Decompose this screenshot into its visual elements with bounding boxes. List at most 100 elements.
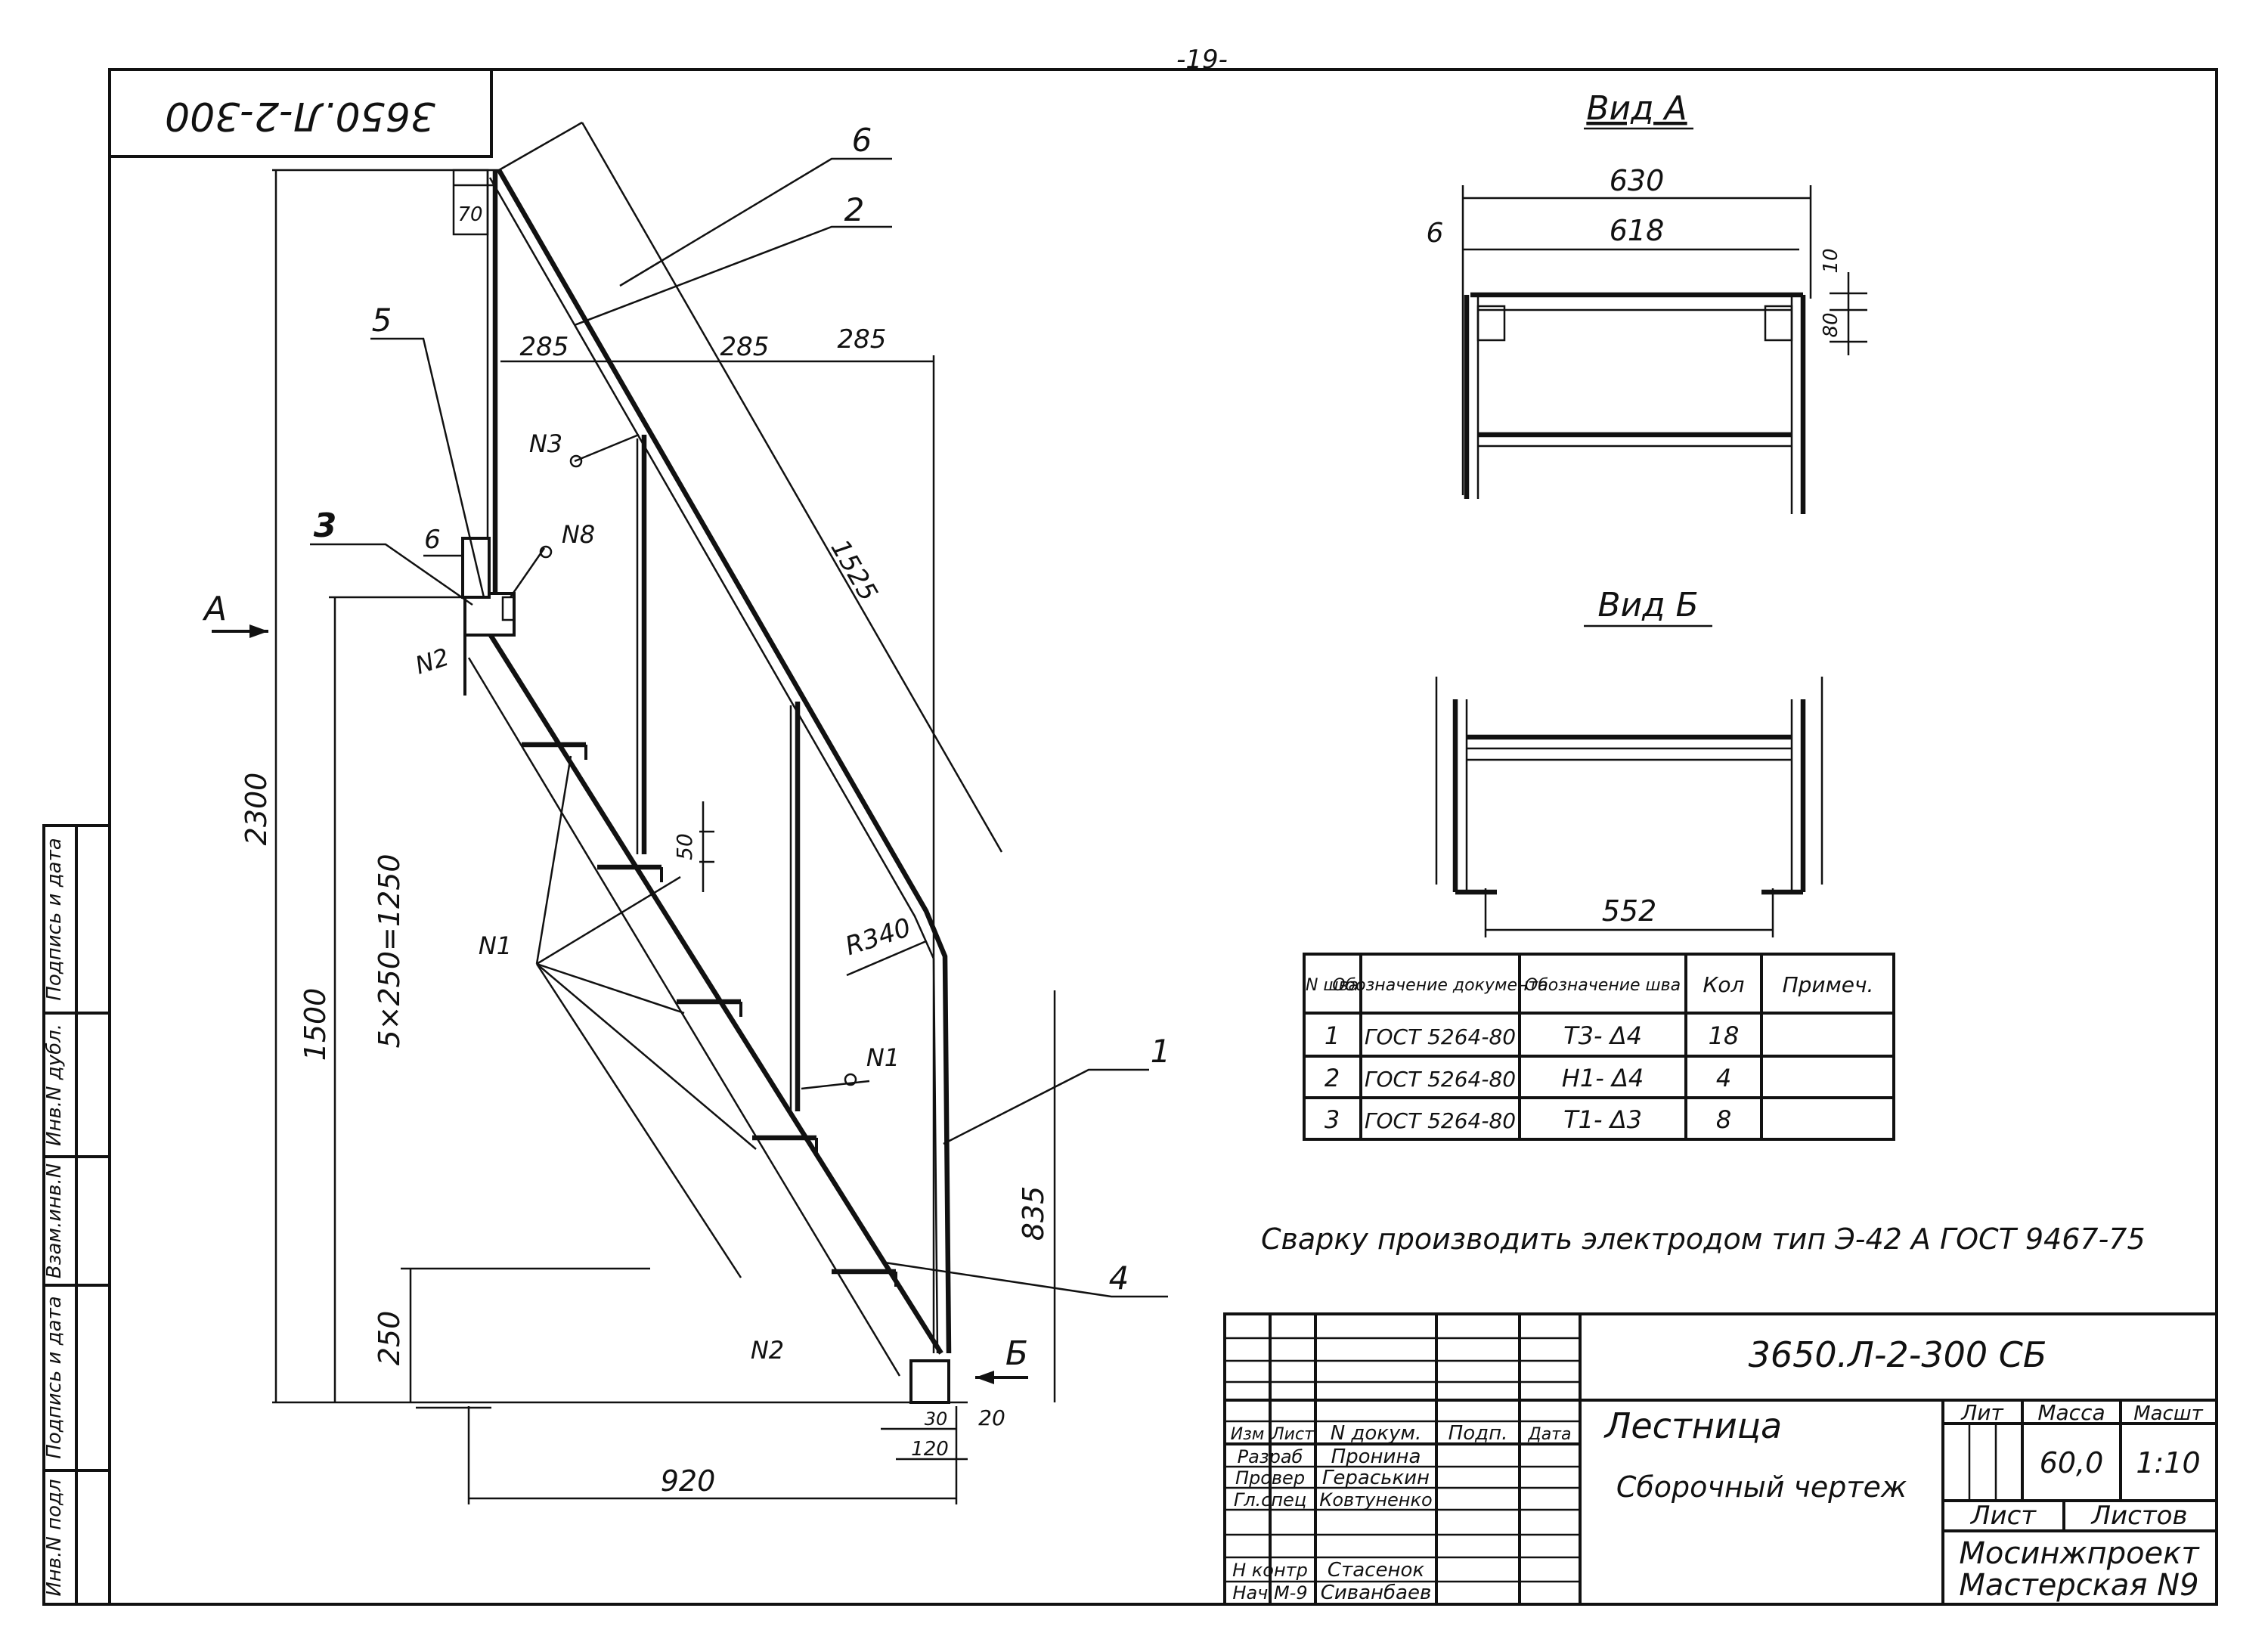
weld-table-cell: 8: [1716, 1105, 1731, 1134]
title-col-header: N докум.: [1331, 1422, 1422, 1445]
title-block: [1223, 1312, 2218, 1606]
title-col-header: Дата: [1528, 1425, 1572, 1444]
callout-1: 1: [1151, 1033, 1171, 1070]
ladder-main-view: [212, 121, 1168, 1504]
weld-table-header: Кол: [1703, 972, 1745, 997]
sheets-label: Листов: [2090, 1501, 2187, 1531]
scale-value: 1:10: [2136, 1446, 2200, 1480]
weld-table-cell: Т1- Δ3: [1563, 1105, 1642, 1134]
title-role: Разраб: [1238, 1446, 1303, 1467]
callout-3: 3: [314, 507, 337, 545]
weld-n8: N8: [562, 520, 595, 549]
welding-note: Сварку производить электродом тип Э-42 А…: [1261, 1222, 2146, 1256]
page-number: -19-: [1176, 45, 1228, 75]
title-person: Гераськин: [1322, 1467, 1430, 1489]
view-b-title: Вид Б: [1597, 586, 1698, 624]
dim-6: 6: [1427, 218, 1444, 249]
weld-table-cell: ГОСТ 5264-80: [1365, 1067, 1516, 1092]
tread: [752, 1135, 818, 1153]
dim-2300: 2300: [240, 773, 273, 846]
title-col-header: Изм: [1231, 1425, 1265, 1444]
dim-5x250: 5×250=1250: [373, 854, 406, 1048]
dim-80: 80: [1820, 312, 1842, 337]
weld-table-cell: 2: [1325, 1064, 1340, 1092]
dim-618: 618: [1610, 214, 1665, 247]
dim-835: 835: [1017, 1186, 1050, 1241]
title-role: Гл.спец: [1234, 1489, 1306, 1511]
organization: Мосинжпроект: [1959, 1536, 2200, 1571]
organization-unit: Мастерская N9: [1959, 1568, 2198, 1603]
dim-50: 50: [672, 833, 697, 860]
title-role: Нач М-9: [1232, 1582, 1307, 1603]
code-box-text: 3650.Л-2-300: [165, 93, 435, 138]
weld-table-header: Обозначение документа: [1332, 976, 1548, 995]
side-stamp-cell: Подпись и дата: [43, 1296, 66, 1458]
weld-n1: N1: [866, 1043, 900, 1072]
dim-20: 20: [978, 1405, 1005, 1430]
side-stamp-cell: Инв.N подл: [43, 1479, 66, 1596]
callout-4: 4: [1109, 1260, 1129, 1297]
weld-table-header: N шва: [1306, 976, 1359, 995]
view-b-drawing: [1435, 677, 1823, 937]
lit-label: Лит: [1960, 1400, 2003, 1425]
weld-table-cell: Т3- Δ4: [1563, 1021, 1642, 1050]
dim-1525: 1525: [825, 534, 884, 606]
title-person: Ковтуненко: [1319, 1489, 1432, 1511]
title-person: Сиванбаев: [1321, 1582, 1432, 1604]
weld-table-cell: ГОСТ 5264-80: [1365, 1108, 1516, 1133]
drawing-name: Лестница: [1603, 1405, 1782, 1446]
dim-1500: 1500: [299, 988, 332, 1061]
weld-table-header: Примеч.: [1783, 972, 1874, 997]
dim-285: 285: [520, 332, 569, 362]
title-role: Н контр: [1232, 1560, 1308, 1581]
code-box: [108, 68, 493, 158]
tread: [522, 742, 587, 760]
weld-n1: N1: [479, 931, 512, 960]
dim-285: 285: [838, 324, 887, 355]
weld-table-cell: 3: [1325, 1105, 1340, 1134]
weld-table-cell: 18: [1709, 1021, 1740, 1050]
tread: [832, 1269, 897, 1287]
side-stamp: Инв.N подл Подпись и дата Взам.инв.N Инв…: [42, 824, 111, 1606]
weld-n3: N3: [529, 429, 562, 458]
weld-table-cell: 1: [1325, 1021, 1340, 1050]
weld-table-cell: ГОСТ 5264-80: [1365, 1024, 1516, 1049]
dim-552: 552: [1602, 894, 1657, 928]
weld-n2: N2: [751, 1336, 784, 1365]
side-stamp-cell: Инв.N дубл.: [43, 1024, 66, 1146]
section-b-label: Б: [1005, 1334, 1028, 1373]
title-person: Пронина: [1331, 1445, 1421, 1468]
dim-70: 70: [457, 203, 482, 226]
dim-250: 250: [373, 1311, 406, 1366]
callout-2: 2: [844, 191, 865, 228]
dim-120: 120: [911, 1438, 949, 1461]
mass-label: Масса: [2037, 1400, 2105, 1425]
view-a-title: Вид А: [1586, 89, 1687, 128]
tread: [677, 999, 742, 1017]
dim-285: 285: [720, 332, 770, 362]
sheet-label: Лист: [1969, 1501, 2037, 1531]
weld-table-cell: 4: [1716, 1064, 1731, 1092]
drawing-doc-type: Сборочный чертеж: [1616, 1470, 1907, 1504]
dim-920: 920: [661, 1464, 716, 1498]
side-stamp-cell: Взам.инв.N: [43, 1163, 66, 1278]
scale-label: Масшт: [2133, 1402, 2203, 1425]
drawing-designation: 3650.Л-2-300 СБ: [1749, 1334, 2047, 1375]
view-a-drawing: [1461, 185, 1867, 514]
title-col-header: Лист: [1271, 1425, 1315, 1444]
section-a-label: А: [202, 590, 227, 628]
title-col-header: Подп.: [1448, 1422, 1508, 1445]
weld-table-header: Обозначение шва: [1525, 976, 1681, 995]
title-person: Стасенок: [1328, 1559, 1424, 1582]
callout-6: 6: [424, 525, 441, 555]
dim-30: 30: [925, 1408, 948, 1430]
weld-table: [1303, 953, 1895, 1141]
callout-5: 5: [372, 302, 392, 339]
side-stamp-cell: Подпись и дата: [43, 838, 66, 1000]
callout-6: 6: [852, 122, 872, 159]
title-role: Провер: [1235, 1467, 1305, 1489]
mass-value: 60,0: [2040, 1446, 2104, 1480]
tread: [597, 864, 663, 882]
